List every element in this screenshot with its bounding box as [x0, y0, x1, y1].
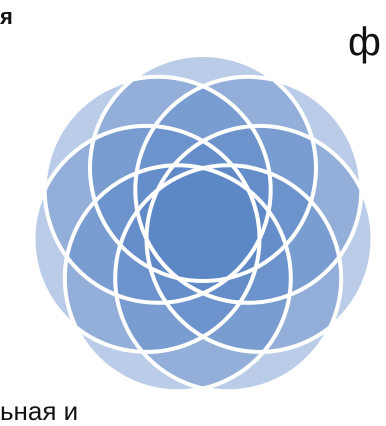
text-fragment-bottom-left: ьная и	[0, 398, 78, 424]
text-fragment-top-right: ф	[348, 22, 381, 62]
text-fragment-top-left: я	[0, 6, 13, 28]
